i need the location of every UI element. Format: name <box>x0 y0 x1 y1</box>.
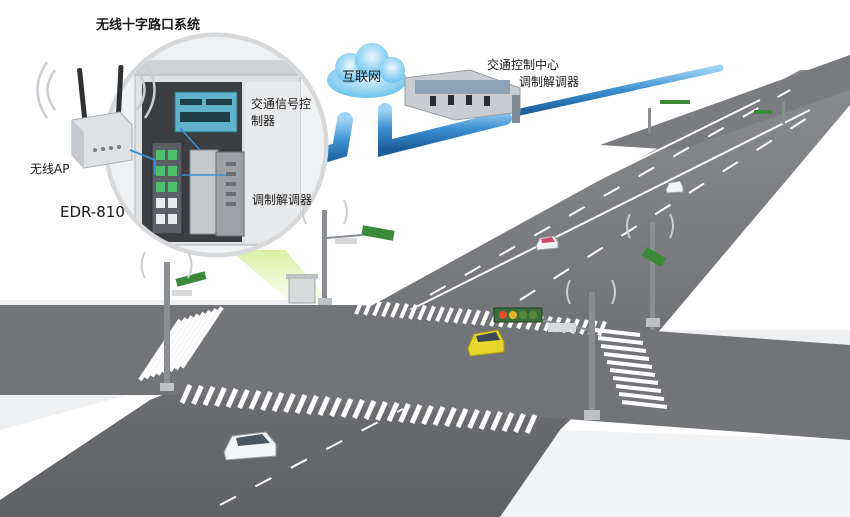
switch-port <box>156 150 165 160</box>
cabinet-modem-label: 调制解调器 <box>252 191 312 208</box>
switch-port <box>156 198 165 208</box>
signal-controller-label: 交通信号控制器 <box>251 96 311 130</box>
page-title: 无线十字路口系统 <box>96 14 200 33</box>
wireless-ap-label: 无线AP <box>30 160 69 177</box>
switch-port <box>156 182 165 192</box>
switch-port <box>168 214 177 224</box>
switch-port <box>168 182 177 192</box>
edr-model-label: EDR-810 <box>60 203 125 221</box>
internet-label: 互联网 <box>342 66 381 85</box>
switch-port <box>168 198 177 208</box>
switch-port <box>156 214 165 224</box>
remote-modem-label: 调制解调器 <box>519 73 579 90</box>
switch-port <box>168 166 177 176</box>
network-switch-icon <box>152 142 182 234</box>
switch-port <box>168 150 177 160</box>
traffic-light-icon <box>494 308 542 322</box>
street-cabinet <box>286 274 318 303</box>
zoom-cabinet-detail <box>100 35 340 255</box>
control-center-label: 交通控制中心 <box>487 56 559 73</box>
switch-port <box>156 166 165 176</box>
